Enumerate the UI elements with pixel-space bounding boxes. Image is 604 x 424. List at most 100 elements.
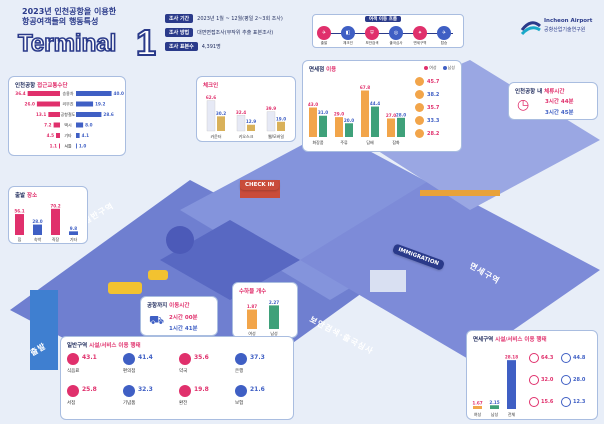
airside-item: 12.3 bbox=[561, 391, 593, 413]
general-item-label: 보험 bbox=[235, 401, 244, 406]
airside-item-value: 32.0 bbox=[541, 377, 554, 383]
duty-title: 면세점 bbox=[309, 67, 325, 73]
duty-category-label: 담배 bbox=[366, 139, 374, 145]
general-item-value: 19.8 bbox=[194, 386, 209, 393]
service-icon bbox=[179, 385, 191, 397]
legend-female: 여성 bbox=[429, 65, 437, 70]
duty-title-b: 이용 bbox=[326, 67, 337, 73]
duty-category-label: 주류 bbox=[340, 139, 348, 145]
service-icon bbox=[561, 375, 571, 385]
general-item-label: 편의점 bbox=[123, 369, 136, 374]
departure-bar bbox=[33, 224, 42, 235]
flow-step-icon: ◎ bbox=[389, 26, 403, 40]
duty-bar-female bbox=[335, 117, 343, 137]
access-value-male: 40.0 bbox=[114, 91, 124, 96]
airside-item-value: 44.8 bbox=[573, 355, 586, 361]
checkin-value-male: 19.0 bbox=[276, 116, 286, 121]
dwell-time-panel: 인천공항 내 체류시간 3시간 44분 3시간 45분 ◷ bbox=[508, 82, 598, 120]
general-item-value: 41.4 bbox=[138, 354, 153, 361]
airside-category-label: 남성 bbox=[491, 411, 499, 417]
general-item: 41.4 편의점 bbox=[123, 351, 175, 379]
access-bar-male bbox=[76, 122, 84, 128]
departure-bar bbox=[51, 208, 60, 235]
service-icon bbox=[529, 375, 539, 385]
flow-step-label: 보안검색 bbox=[365, 41, 379, 45]
airside-value: 28.18 bbox=[505, 355, 518, 360]
checkin-bar-female bbox=[266, 111, 276, 132]
access-value-male: 28.6 bbox=[103, 112, 113, 117]
access-bar-female bbox=[53, 122, 60, 128]
duty-value-female: 43.0 bbox=[308, 102, 318, 107]
survey-sample: 조사 표본수 4,391명 bbox=[165, 42, 221, 51]
departure-value: 56.1 bbox=[14, 209, 24, 214]
departure-title: 출발 bbox=[15, 193, 26, 199]
general-item-label: 식음료 bbox=[67, 369, 80, 374]
baggage-bar bbox=[269, 305, 279, 329]
service-icon bbox=[529, 397, 539, 407]
checkin-value-female: 62.6 bbox=[206, 95, 216, 100]
departure-value: 28.0 bbox=[32, 219, 42, 224]
general-item-value: 37.3 bbox=[250, 354, 265, 361]
access-category-label: 리무진 bbox=[62, 101, 73, 107]
departure-category-label: 숙박 bbox=[34, 236, 42, 242]
access-category-label: 셔틀 bbox=[64, 143, 72, 149]
departure-category-label: 기타 bbox=[70, 236, 78, 242]
duty-value-male: 44.4 bbox=[370, 101, 380, 106]
checkin-bar-male bbox=[217, 116, 225, 131]
duty-list-value: 45.7 bbox=[427, 78, 440, 85]
access-value-male: 4.1 bbox=[82, 133, 90, 138]
airside-title: 면세구역 bbox=[473, 337, 494, 343]
access-bar-female bbox=[36, 101, 60, 107]
duty-list-item: 35.7 bbox=[415, 101, 459, 114]
airside-item-value: 12.3 bbox=[573, 399, 586, 405]
checkin-bar-female bbox=[236, 115, 246, 132]
duty-list-value: 35.7 bbox=[427, 104, 440, 111]
checkin-category-label: 키오스크 bbox=[239, 133, 254, 139]
airside-category-label: 여성 bbox=[474, 411, 482, 417]
baggage-category-label: 여성 bbox=[248, 330, 256, 336]
car-icon: ⛟ bbox=[149, 313, 165, 327]
general-title: 일반구역 bbox=[67, 343, 88, 349]
flow-title: 여객 이동 흐름 bbox=[365, 16, 401, 22]
duty-list-item: 38.2 bbox=[415, 88, 459, 101]
page-title: Terminal bbox=[17, 29, 117, 58]
service-icon bbox=[561, 353, 571, 363]
access-title: 인천공항 bbox=[15, 83, 36, 89]
flow-step-label: 출국심사 bbox=[389, 41, 403, 45]
checkin-bar-female bbox=[206, 100, 216, 132]
duty-bar-male bbox=[397, 117, 405, 137]
service-icon bbox=[235, 353, 247, 365]
flow-step-icon: ✈ bbox=[317, 26, 331, 40]
dwell-female: 3시간 44분 bbox=[545, 99, 574, 105]
duty-list-item: 28.2 bbox=[415, 127, 459, 140]
access-value-female: 13.1 bbox=[36, 112, 46, 117]
duty-list-value: 33.3 bbox=[427, 117, 440, 124]
logo-icon bbox=[520, 21, 541, 36]
general-item-label: 약국 bbox=[179, 369, 188, 374]
departure-value: 9.8 bbox=[70, 226, 78, 231]
airside-item: 32.0 bbox=[529, 369, 561, 391]
dwell-male: 3시간 45분 bbox=[545, 110, 574, 116]
airside-bar bbox=[507, 360, 516, 409]
access-bar-female bbox=[56, 133, 60, 138]
service-icon bbox=[529, 353, 539, 363]
access-category-label: 공항철도 bbox=[61, 111, 76, 117]
dwell-title: 인천공항 내 bbox=[515, 89, 543, 95]
general-item: 21.6 보험 bbox=[235, 383, 287, 411]
baggage-category-label: 남성 bbox=[270, 330, 278, 336]
baggage-bar bbox=[247, 309, 257, 329]
general-item-value: 21.6 bbox=[250, 386, 265, 393]
header: 2023년 인천공항을 이용한 항공여객들의 행동특성 Terminal 1 bbox=[8, 6, 168, 70]
logo: Incheon Airport 공항산업기술연구원 bbox=[520, 14, 600, 44]
access-bar-male bbox=[76, 112, 102, 117]
airport-time-panel: 공항까지 이동시간 2시간 00분 1시간 41분 ⛟ bbox=[140, 296, 218, 336]
access-bar-male bbox=[76, 133, 80, 138]
